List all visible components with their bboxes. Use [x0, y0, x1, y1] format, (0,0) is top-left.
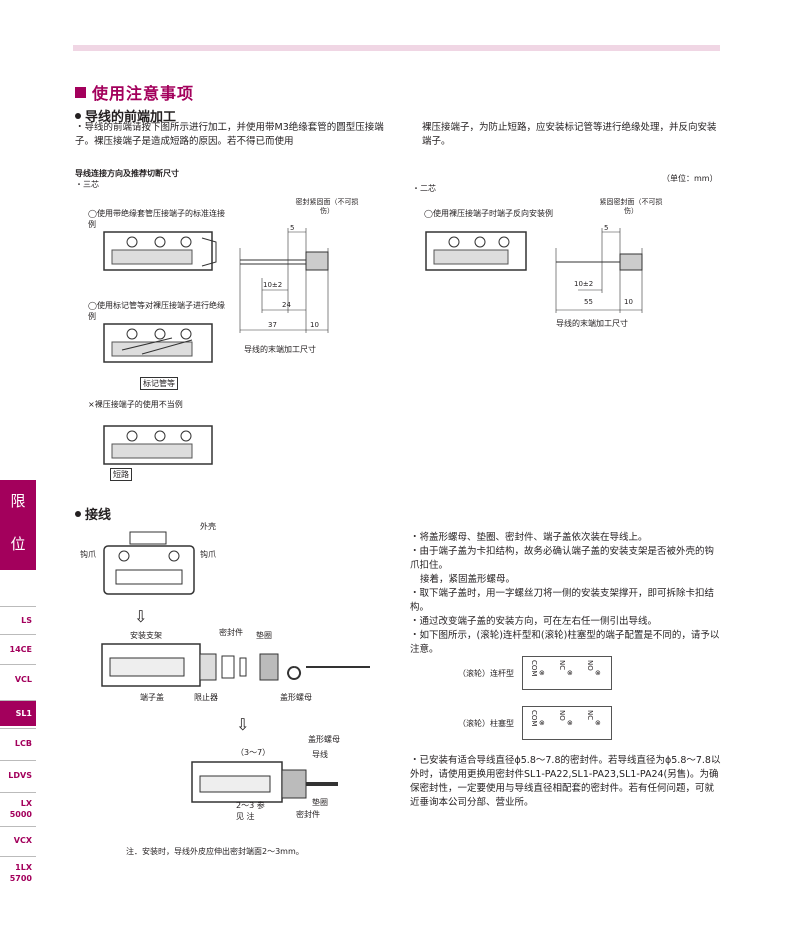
- seal-label-2: 密封件: [296, 810, 320, 819]
- wire-label: 导线: [312, 750, 328, 759]
- terminal-diagram-reverse: [425, 231, 527, 271]
- figure-caption: 导线连接方向及推荐切断尺寸: [75, 169, 179, 178]
- terminal-diagram-improper: [103, 425, 213, 465]
- cap-nut-label: 盖形螺母: [280, 693, 312, 702]
- seal-face-label-3core: 密封紧固面（不可损伤）: [295, 198, 359, 215]
- hook-right-label: 钩爪: [200, 550, 216, 559]
- dim-10pm-2core: 10±2: [574, 280, 594, 288]
- housing-diagram: [103, 531, 195, 595]
- dim-24: 24: [282, 301, 291, 309]
- assembly-final-diagram: [191, 761, 338, 803]
- terminal-diagram-standard: [103, 231, 217, 271]
- example-reverse: ◯使用裸压接端子时端子反向安装例: [424, 209, 553, 218]
- marker-tube-label: 标记管等: [140, 377, 178, 390]
- dim-10pm-3core: 10±2: [263, 281, 283, 289]
- bullet-icon: [75, 113, 81, 119]
- short-circuit-label: 短路: [110, 468, 132, 481]
- screw-icon: ⊗: [539, 719, 545, 727]
- seal-note: ・已安装有适合导线直径ϕ5.8～7.8的密封件。若导线直径为ϕ5.8～7.8以外…: [410, 755, 721, 808]
- nav-item-lx5000[interactable]: LX 5000: [0, 792, 36, 824]
- nav-item-vcl[interactable]: VCL: [0, 664, 36, 694]
- section-title: 使用注意事项: [75, 80, 194, 104]
- dim-55: 55: [584, 298, 593, 306]
- arrow-down-icon: ⇩: [134, 607, 148, 626]
- washer-label-2: 垫圈: [312, 798, 328, 807]
- plunger-type-label: （滚轮）柱塞型: [458, 719, 514, 728]
- wiring-bullet: ・通过改变端子盖的安装方向，可在左右任一侧引出导线。: [410, 616, 658, 627]
- dimension-drawing-3core: [239, 228, 329, 333]
- example-improper: ×裸压接端子的使用不当例: [88, 400, 183, 409]
- dim-10-2core: 10: [624, 298, 633, 306]
- cover-label: 端子盖: [140, 693, 164, 702]
- top-bar: [73, 45, 720, 51]
- bracket-label: 安装支架: [130, 631, 162, 640]
- dimension-drawing-2core: [555, 228, 643, 313]
- nav-item-sl1[interactable]: SL1: [0, 700, 36, 726]
- terminal-com: COM: [530, 710, 538, 727]
- screw-icon: ⊗: [595, 669, 601, 677]
- wiring-bullet: ・如下图所示，(滚轮)连杆型和(滚轮)柱塞型的端子配置是不同的，请予以注意。: [410, 630, 720, 655]
- terminal-no: NO: [586, 660, 594, 671]
- lever-type-label: （滚轮）连杆型: [458, 669, 514, 678]
- terminal-layout-lever: COM ⊗ NC ⊗ NO ⊗: [522, 656, 612, 690]
- screw-icon: ⊗: [539, 669, 545, 677]
- nav-item-14ce[interactable]: 14CE: [0, 634, 36, 664]
- arrow-down-icon: ⇩: [236, 715, 250, 734]
- unit-label: （单位：mm）: [662, 174, 718, 183]
- dim-3-7-label: （3～7）: [236, 748, 271, 757]
- nav-item-1lx5700[interactable]: 1LX 5700: [0, 856, 36, 888]
- assembly-exploded-diagram: [101, 643, 370, 687]
- reference-note-label: 2～3 参见 注: [236, 801, 265, 821]
- terminal-nc: NC: [586, 710, 594, 721]
- nav-item-lcb[interactable]: LCB: [0, 728, 36, 758]
- seal-label: 密封件: [219, 628, 243, 637]
- seal-face-label-2core: 紧固密封面（不可损伤）: [599, 198, 663, 215]
- screw-icon: ⊗: [567, 719, 573, 727]
- dim-5-2core: 5: [604, 224, 609, 232]
- terminal-com: COM: [530, 660, 538, 677]
- category-tab: 限 位: [0, 480, 36, 570]
- example-marker-tube: ◯使用标记管等对裸压接端子进行绝缘例: [88, 301, 225, 321]
- nav-item-vcx[interactable]: VCX: [0, 826, 36, 854]
- dim-caption-3core: 导线的末端加工尺寸: [244, 345, 316, 354]
- square-bullet-icon: [75, 87, 86, 98]
- install-note: 注．安装时，导线外皮应伸出密封端面2～3mm。: [126, 847, 304, 856]
- hook-left-label: 钩爪: [80, 550, 96, 559]
- outer-shell-label: 外壳: [200, 522, 216, 531]
- dim-37: 37: [268, 321, 277, 329]
- subsection-title-wiring: 接线: [75, 504, 111, 523]
- wiring-bullet: ・由于端子盖为卡扣结构，故务必确认端子盖的安装支架是否被外壳的钩爪扣住。: [410, 546, 715, 571]
- wire-prep-text-right: 裸压接端子，为防止短路，应安装标记管等进行绝缘处理，并反向安装端子。: [422, 122, 717, 147]
- subsection-title-wire-prep: 导线的前端加工: [75, 106, 176, 125]
- wiring-bullet: ・取下端子盖时，用一字螺丝刀将一侧的安装支架撑开，即可拆除卡扣结构。: [410, 588, 715, 613]
- screw-icon: ⊗: [567, 669, 573, 677]
- example-standard: ◯使用带绝缘套管压接端子的标准连接例: [88, 209, 225, 229]
- terminal-layout-plunger: COM ⊗ NO ⊗ NC ⊗: [522, 706, 612, 740]
- three-core-label: ・三芯: [75, 180, 99, 189]
- nav-item-ls[interactable]: LS: [0, 606, 36, 634]
- cap-nut-label-2: 盖形螺母: [308, 735, 340, 744]
- nav-item-ldvs[interactable]: LDVS: [0, 760, 36, 790]
- wiring-bullet: ・将盖形螺母、垫圈、密封件、端子盖依次装在导线上。: [410, 532, 648, 543]
- dim-5-3core: 5: [290, 224, 295, 232]
- screw-icon: ⊗: [595, 719, 601, 727]
- dim-caption-2core: 导线的末端加工尺寸: [556, 319, 628, 328]
- limiter-label: 限止器: [194, 693, 218, 702]
- wiring-instructions: ・将盖形螺母、垫圈、密封件、端子盖依次装在导线上。 ・由于端子盖为卡扣结构，故务…: [410, 531, 722, 657]
- wiring-bullet: 接着，紧固盖形螺母。: [420, 574, 516, 585]
- washer-label: 垫圈: [256, 631, 272, 640]
- terminal-nc: NC: [558, 660, 566, 671]
- terminal-no: NO: [558, 710, 566, 721]
- dim-10-3core: 10: [310, 321, 319, 329]
- two-core-label: ・二芯: [412, 184, 436, 193]
- terminal-diagram-marker: [103, 323, 213, 363]
- wire-prep-text-left: ・导线的前端请按下图所示进行加工，并使用带M3绝缘套管的圆型压接端子。裸压接端子…: [75, 122, 384, 147]
- bullet-icon: [75, 511, 81, 517]
